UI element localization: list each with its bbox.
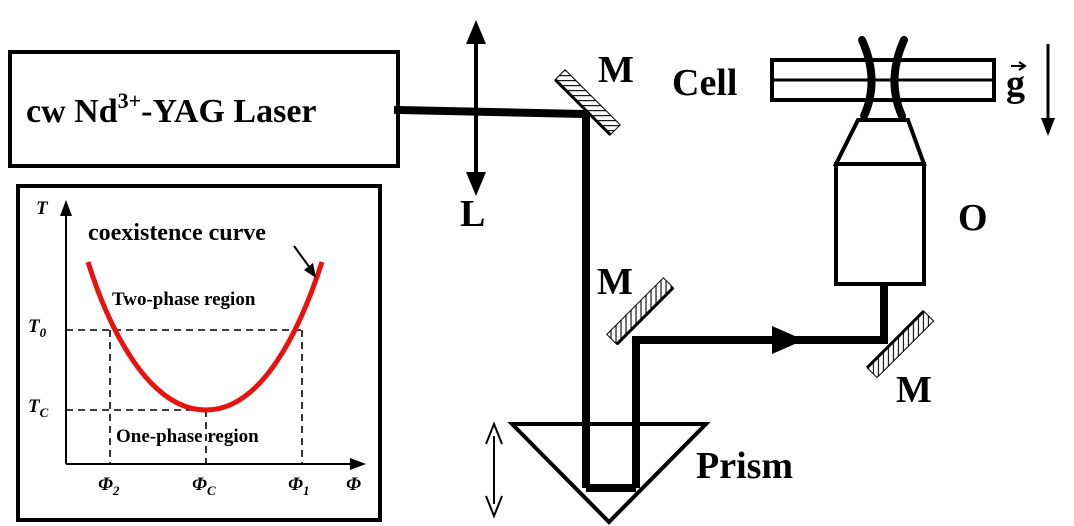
- prism-label: Prism: [696, 445, 793, 487]
- guide-lines: [66, 329, 304, 464]
- y-tick-T0: T0: [28, 316, 47, 340]
- x-tick-phi2: Φ2: [98, 474, 120, 498]
- beam-direction-arrow: [772, 326, 804, 354]
- sample-cell: [770, 58, 996, 102]
- mirror-2-label: M: [597, 261, 633, 303]
- x-tick-phiC: ΦC: [192, 474, 216, 498]
- y-axis-label: T: [36, 198, 49, 219]
- phase-diagram-inset: T Φ coexistence curve Two-phase region O…: [16, 184, 382, 522]
- x-axis-arrow: [350, 458, 366, 470]
- prism: [507, 422, 711, 525]
- cell-label: Cell: [672, 62, 737, 104]
- curve-pointer-arrow: [293, 245, 316, 278]
- focused-beam-cross: [858, 36, 908, 120]
- lens-label: L: [460, 193, 485, 235]
- coexistence-curve: [85, 261, 325, 413]
- mirror-1: [554, 69, 621, 136]
- coexistence-curve-label: coexistence curve: [88, 220, 266, 246]
- lens: [466, 20, 486, 196]
- prism-translation-arrow: [485, 421, 503, 519]
- y-tick-TC: TC: [28, 396, 49, 420]
- mirror-2: [606, 277, 675, 346]
- gravity-label: g: [1006, 63, 1025, 105]
- two-phase-region-label: Two-phase region: [112, 289, 256, 310]
- mirror-3-label: M: [896, 369, 932, 411]
- mirror-3: [866, 310, 935, 379]
- x-axis-label: Φ: [346, 474, 361, 495]
- mirror-1-label: M: [598, 49, 634, 91]
- one-phase-region-label: One-phase region: [116, 426, 259, 447]
- gravity-arrow: [1011, 44, 1055, 136]
- phase-axes: [65, 214, 354, 465]
- laser-source: cw Nd3+-YAG Laser: [8, 50, 400, 168]
- laser-label: cw Nd3+-YAG Laser: [26, 88, 317, 130]
- y-axis-arrow: [60, 200, 72, 216]
- x-tick-phi1: Φ1: [288, 474, 310, 498]
- microscope-objective: [832, 118, 927, 286]
- objective-label: O: [958, 197, 988, 239]
